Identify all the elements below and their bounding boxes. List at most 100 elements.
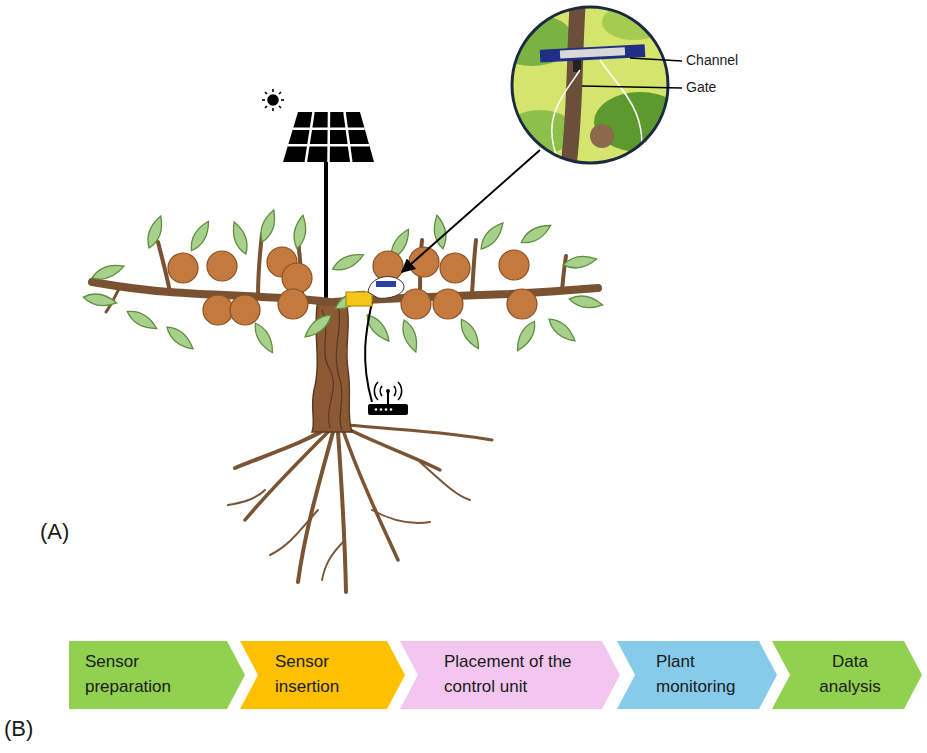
sun-ray: [272, 89, 274, 92]
leaf: [562, 254, 597, 271]
root: [245, 430, 330, 520]
bark-line: [336, 305, 342, 430]
process-chevron: Plant monitoring: [617, 641, 777, 709]
text-stack: Plant monitoring: [656, 650, 751, 699]
root: [338, 432, 346, 592]
sensor-housing: [368, 277, 404, 299]
root: [228, 490, 265, 505]
photo-channel: [560, 47, 625, 58]
photo-background: [510, 5, 670, 165]
fruit: [278, 289, 308, 319]
branch: [472, 240, 476, 295]
tree-roots: [228, 425, 492, 592]
sensor-strip: [376, 281, 396, 287]
chevron-fill: [617, 641, 777, 709]
chevron-shape: [400, 641, 620, 709]
panel-grid: [288, 112, 369, 162]
router-antenna-tip: [386, 389, 390, 393]
text-stack: Data analysis: [802, 650, 898, 699]
fruit: [401, 289, 431, 319]
tree-leaves: [82, 208, 603, 355]
fruit: [282, 263, 312, 293]
leaf: [513, 319, 540, 354]
leaf: [257, 208, 279, 244]
process-chevron: Placement of the control unit: [400, 641, 620, 709]
panel-grid-line: [306, 112, 314, 162]
part-label: Channel: [686, 52, 738, 68]
leaf: [292, 214, 309, 249]
fruit: [168, 253, 198, 283]
root: [348, 425, 492, 440]
fruit: [499, 250, 529, 280]
leaf: [163, 323, 196, 353]
branch: [562, 256, 566, 291]
leaf: [399, 318, 421, 354]
leaf: [457, 317, 484, 352]
chevron-shape: [617, 641, 777, 709]
root: [346, 428, 440, 470]
panel-body: [283, 112, 374, 162]
text-area: Plant monitoring: [656, 641, 751, 709]
sensor-wire: [365, 302, 372, 402]
leader-line: [582, 86, 682, 88]
leaf: [144, 214, 166, 250]
photo-wire: [552, 70, 580, 165]
text-area: Placement of the control unit: [444, 641, 600, 709]
sun-ray: [281, 99, 284, 101]
inset-photo: [490, 0, 686, 170]
panel-grid-line: [327, 112, 330, 162]
sun-ray: [265, 106, 267, 108]
leaf: [82, 292, 117, 309]
step-label: Sensor preparation: [85, 650, 219, 699]
part-label: Gate: [686, 79, 716, 95]
router-led: [375, 408, 378, 411]
sun-ray: [272, 108, 274, 111]
router-antenna: [387, 392, 389, 404]
leaf: [330, 250, 365, 274]
chevron-fill: [240, 641, 405, 709]
leaf: [229, 220, 251, 256]
photo-bud: [590, 124, 614, 148]
wave-arc: [380, 386, 382, 396]
step-label: Data analysis: [802, 650, 898, 699]
text-area: Sensor insertion: [275, 641, 377, 709]
chevron-shape: [772, 641, 922, 709]
router-led: [380, 408, 383, 411]
leaf: [125, 307, 160, 334]
fruit: [203, 295, 233, 325]
router-icon: [368, 382, 408, 415]
wave-arc: [398, 382, 402, 400]
photo-sensor: [540, 44, 646, 62]
panel-label: (B): [4, 716, 33, 742]
sun-ray: [279, 92, 281, 94]
sun-ray: [265, 92, 267, 94]
root: [298, 432, 333, 582]
root: [372, 510, 430, 523]
leaf: [568, 294, 603, 311]
callout-arrow: [402, 150, 540, 272]
chevron-fill: [400, 641, 620, 709]
leaf: [519, 221, 554, 248]
router-led: [385, 408, 388, 411]
chevron-shape: [240, 641, 405, 709]
root: [270, 510, 318, 555]
chevron-shape: [69, 641, 245, 709]
root: [420, 462, 470, 500]
text-area: Sensor preparation: [85, 641, 219, 709]
text-stack: Placement of the control unit: [444, 650, 600, 699]
text-stack: Sensor insertion: [275, 650, 377, 699]
inset-border: [512, 7, 668, 163]
step-label: Sensor insertion: [275, 650, 377, 699]
text-area: Data analysis: [802, 641, 898, 709]
process-chevron: Sensor preparation: [69, 641, 245, 709]
fruit: [507, 289, 537, 319]
leaf: [545, 315, 578, 345]
sensor-clip: [346, 292, 372, 306]
leaf: [187, 219, 214, 254]
panel-grid-line: [345, 112, 352, 162]
panel-label: (A): [40, 519, 69, 545]
leaf: [301, 311, 334, 341]
chevron-fill: [69, 641, 245, 709]
